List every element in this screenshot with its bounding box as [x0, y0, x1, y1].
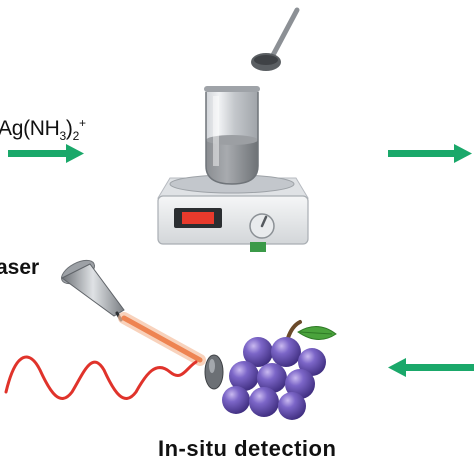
reagent-label: Ag(NH3)2+: [0, 116, 86, 143]
arrow-left-3: [388, 358, 474, 377]
laser-beam: [118, 312, 206, 366]
grapes-icon: [222, 320, 337, 420]
reagent-close: ): [65, 117, 73, 140]
reagent-sup: +: [78, 116, 86, 130]
reagent-sub3: 3: [59, 129, 67, 144]
arrow-right-1: [8, 144, 84, 163]
lens-icon: [204, 354, 224, 390]
wave-icon: [4, 355, 198, 400]
arrow-right-2: [388, 144, 472, 163]
detection-label: In-situ detection: [158, 436, 337, 461]
laser-probe-icon: [61, 259, 125, 322]
reagent-sub2: 2: [72, 129, 80, 144]
beaker-icon: [204, 86, 260, 185]
spoon-icon: [251, 7, 300, 71]
reagent-main: Ag(NH: [0, 117, 60, 140]
laser-label: aser: [0, 256, 40, 279]
hotplate-icon: [157, 174, 309, 252]
